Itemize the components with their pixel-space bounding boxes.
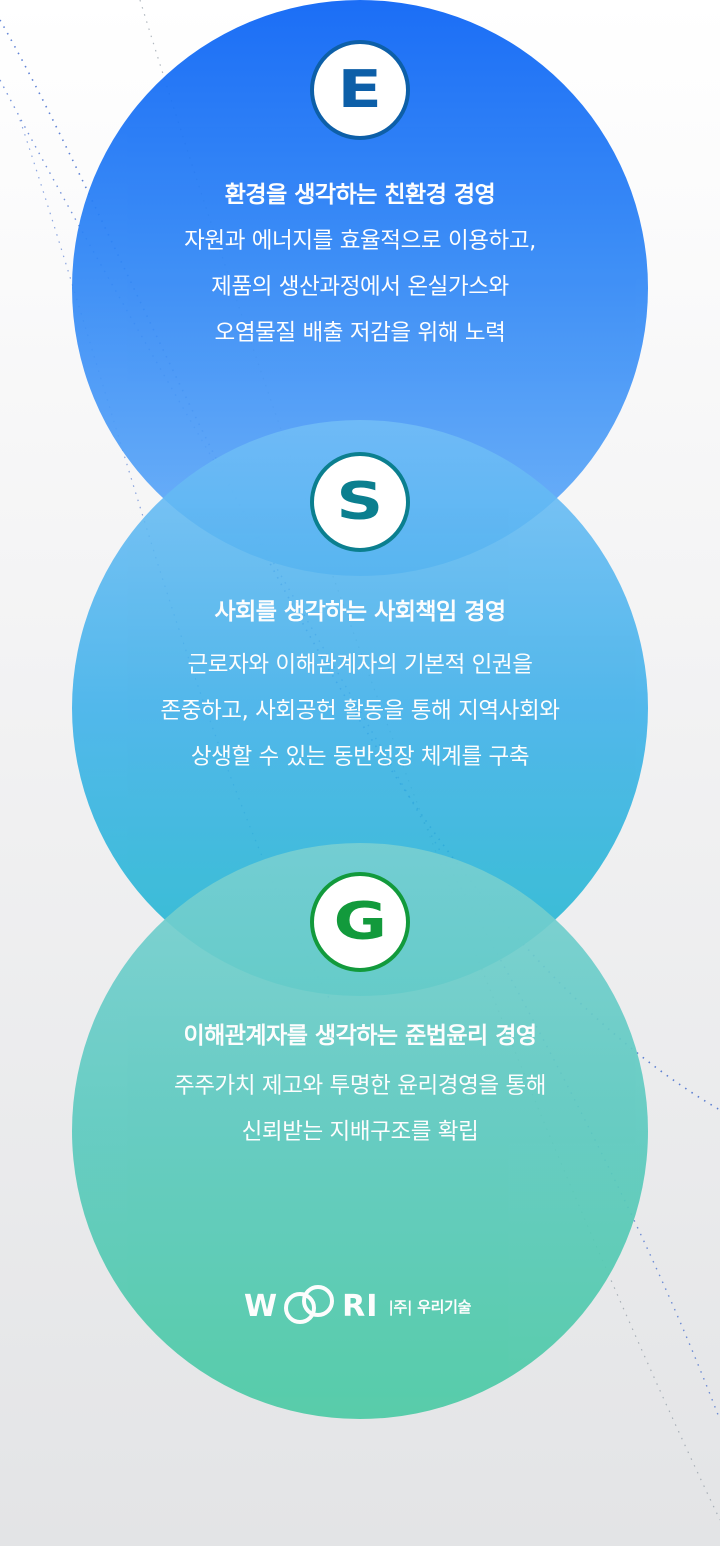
e-letter-badge: E: [310, 40, 410, 140]
e-letter: E: [337, 60, 383, 120]
environment-line: 자원과 에너지를 효율적으로 이용하고,: [184, 228, 536, 254]
logo-w: W: [244, 1288, 279, 1324]
governance-line: 주주가치 제고와 투명한 윤리경영을 통해: [173, 1073, 547, 1099]
governance-circle: 이해관계자를 생각하는 준법윤리 경영 주주가치 제고와 투명한 윤리경영을 통…: [72, 843, 648, 1419]
governance-line: 신뢰받는 지배구조를 확립: [241, 1119, 479, 1145]
logo-rings-icon: [284, 1285, 335, 1324]
logo-ri: RI: [342, 1288, 379, 1324]
environment-title: 환경을 생각하는 친환경 경영: [224, 182, 496, 208]
logo-company-name: |주| 우리기술: [388, 1297, 472, 1316]
g-letter-badge: G: [310, 872, 410, 972]
environment-line: 오염물질 배출 저감을 위해 노력: [214, 320, 506, 346]
governance-description: 주주가치 제고와 투명한 윤리경영을 통해 신뢰받는 지배구조를 확립: [72, 1063, 648, 1155]
social-title: 사회를 생각하는 사회책임 경영: [214, 599, 506, 625]
social-description: 근로자와 이해관계자의 기본적 인권을 존중하고, 사회공헌 활동을 통해 지역…: [72, 642, 648, 780]
governance-title: 이해관계자를 생각하는 준법윤리 경영: [183, 1023, 537, 1049]
environment-line: 제품의 생산과정에서 온실가스와: [211, 274, 509, 300]
social-line: 근로자와 이해관계자의 기본적 인권을: [187, 652, 533, 678]
g-letter: G: [333, 892, 387, 952]
environment-description: 자원과 에너지를 효율적으로 이용하고, 제품의 생산과정에서 온실가스와 오염…: [72, 218, 648, 356]
social-line: 존중하고, 사회공헌 활동을 통해 지역사회와: [160, 698, 560, 724]
s-letter: S: [336, 472, 384, 532]
woori-logo: W RI |주| 우리기술: [244, 1281, 484, 1331]
s-letter-badge: S: [310, 452, 410, 552]
social-line: 상생할 수 있는 동반성장 체계를 구축: [190, 744, 530, 770]
